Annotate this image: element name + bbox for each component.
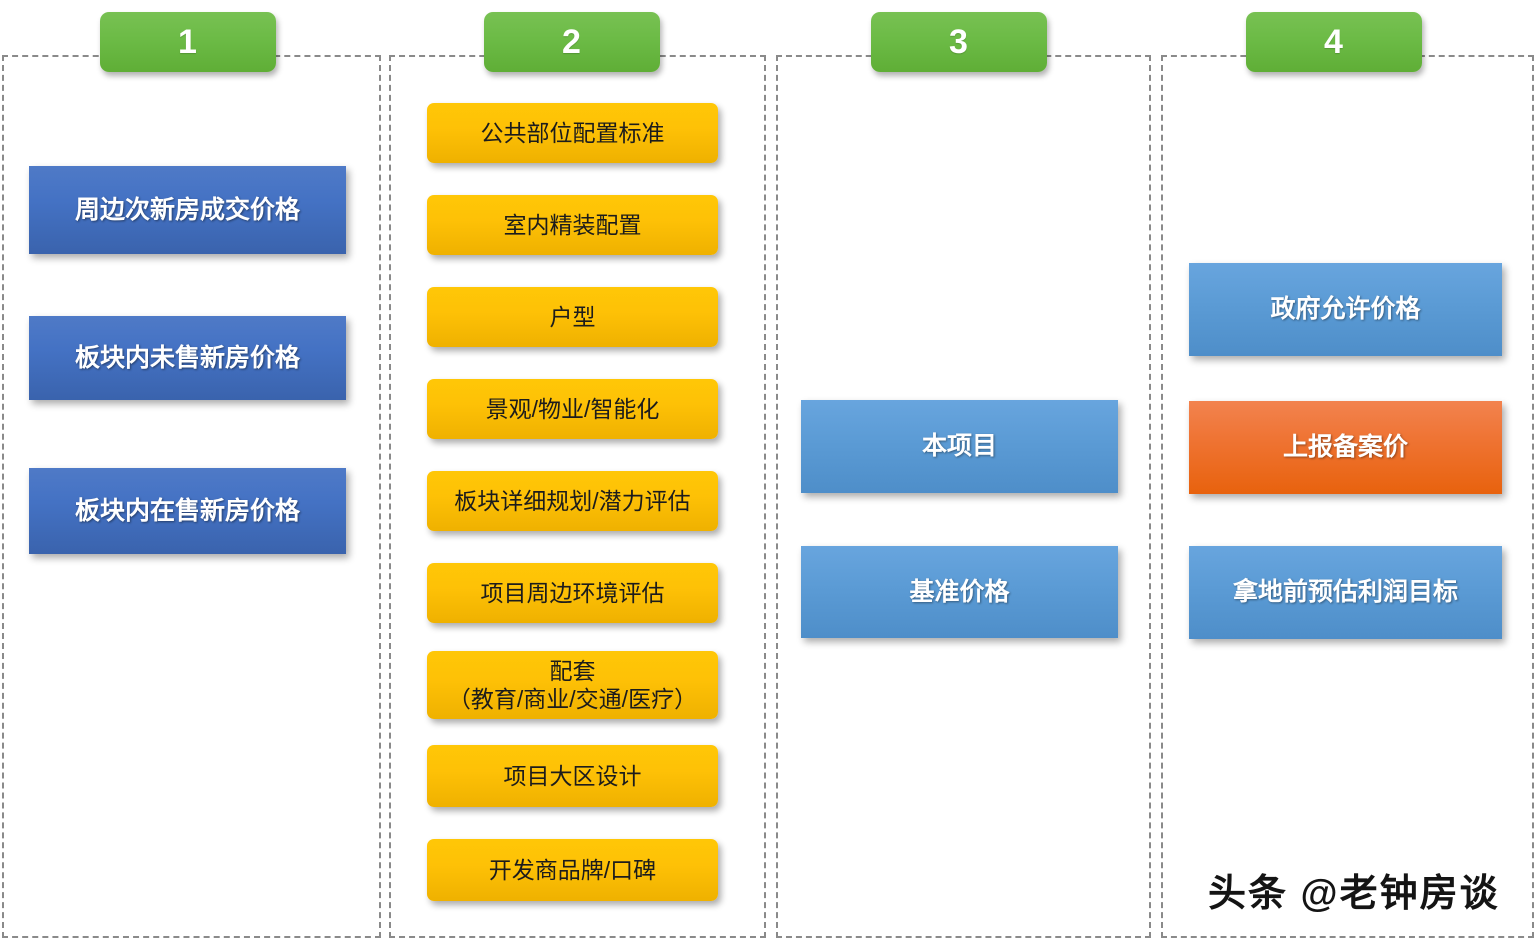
node-c1-1[interactable]: 板块内未售新房价格: [29, 316, 346, 400]
node-c3-1[interactable]: 基准价格: [801, 546, 1118, 638]
node-c2-3[interactable]: 景观/物业/智能化: [427, 379, 718, 439]
column-badge-4[interactable]: 4: [1246, 12, 1422, 72]
column-badge-3[interactable]: 3: [871, 12, 1047, 72]
node-c2-8[interactable]: 开发商品牌/口碑: [427, 839, 718, 901]
watermark-text: 头条 @老钟房谈: [1208, 873, 1500, 915]
node-c2-7[interactable]: 项目大区设计: [427, 745, 718, 807]
node-c2-2[interactable]: 户型: [427, 287, 718, 347]
column-badge-1[interactable]: 1: [100, 12, 276, 72]
column-badge-2[interactable]: 2: [484, 12, 660, 72]
node-c2-4[interactable]: 板块详细规划/潜力评估: [427, 471, 718, 531]
node-c2-1[interactable]: 室内精装配置: [427, 195, 718, 255]
node-c1-2[interactable]: 板块内在售新房价格: [29, 468, 346, 554]
node-c3-0[interactable]: 本项目: [801, 400, 1118, 493]
node-c2-0[interactable]: 公共部位配置标准: [427, 103, 718, 163]
node-c2-6[interactable]: 配套 （教育/商业/交通/医疗）: [427, 651, 718, 719]
column-frame-4: [1161, 55, 1534, 938]
node-c2-6-line2: （教育/商业/交通/医疗）: [447, 686, 698, 712]
node-c4-1[interactable]: 上报备案价: [1189, 401, 1502, 494]
node-c1-0[interactable]: 周边次新房成交价格: [29, 166, 346, 254]
node-c2-5[interactable]: 项目周边环境评估: [427, 563, 718, 623]
node-c2-6-line1: 配套: [549, 657, 596, 684]
node-c4-0[interactable]: 政府允许价格: [1189, 263, 1502, 356]
node-c4-2[interactable]: 拿地前预估利润目标: [1189, 546, 1502, 639]
column-frame-3: [776, 55, 1151, 938]
